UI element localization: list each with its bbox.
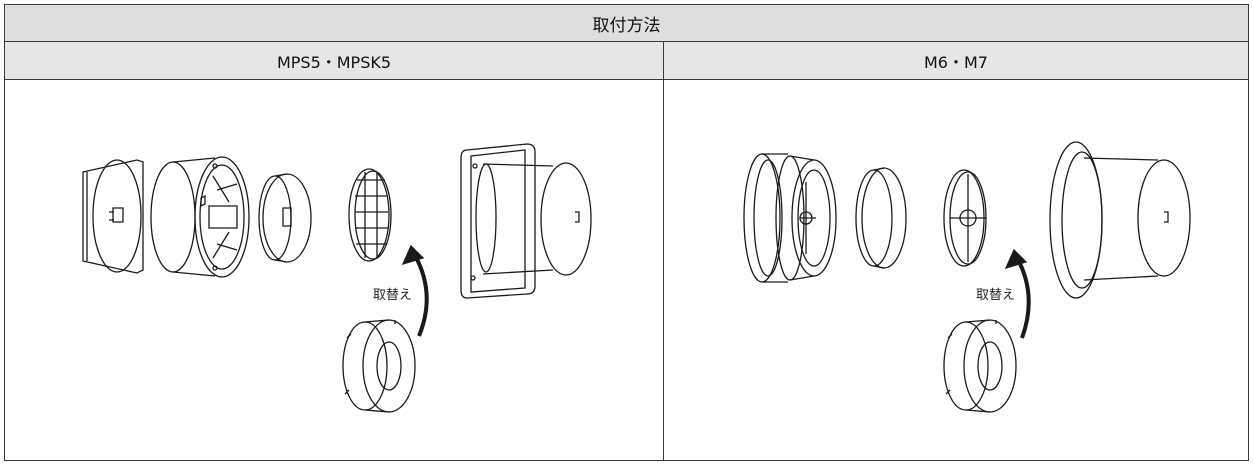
- m6-hood: [1049, 141, 1191, 299]
- column-header-m6: M6・M7: [924, 52, 988, 72]
- m6-replace-arrow: [1004, 248, 1031, 339]
- mps5-grille: [348, 168, 392, 262]
- mps5-body: [150, 156, 250, 278]
- diagram-panel-m6: 取替え: [664, 80, 1248, 460]
- m6-exploded-diagram: [743, 141, 1191, 413]
- m6-filter-disk: [855, 167, 907, 269]
- installation-table: 取付方法 MPS5・MPSK5 M6・M7: [4, 4, 1249, 461]
- mps5-exploded-diagram: [82, 143, 592, 413]
- diagram-panel-mps5: 取替え: [5, 80, 663, 460]
- m6-replacement-ring: [943, 319, 1017, 413]
- mps5-replacement-ring: [342, 319, 416, 413]
- mps5-replace-arrow: [401, 244, 429, 337]
- column-header-mps5: MPS5・MPSK5: [276, 52, 392, 72]
- m6-body: [775, 155, 837, 281]
- mps5-filter-disk: [258, 173, 312, 263]
- m6-replace-label: 取替え: [976, 288, 1016, 303]
- column-header-row: MPS5・MPSK5 M6・M7: [5, 42, 1248, 80]
- m6-flange: [743, 153, 788, 283]
- mps5-base-plate: [82, 159, 144, 274]
- mps5-hood: [460, 143, 592, 299]
- mps5-replace-label: 取替え: [373, 288, 413, 303]
- m6-grille: [943, 169, 987, 267]
- column-divider: [663, 42, 664, 460]
- table-title: 取付方法: [5, 5, 1248, 42]
